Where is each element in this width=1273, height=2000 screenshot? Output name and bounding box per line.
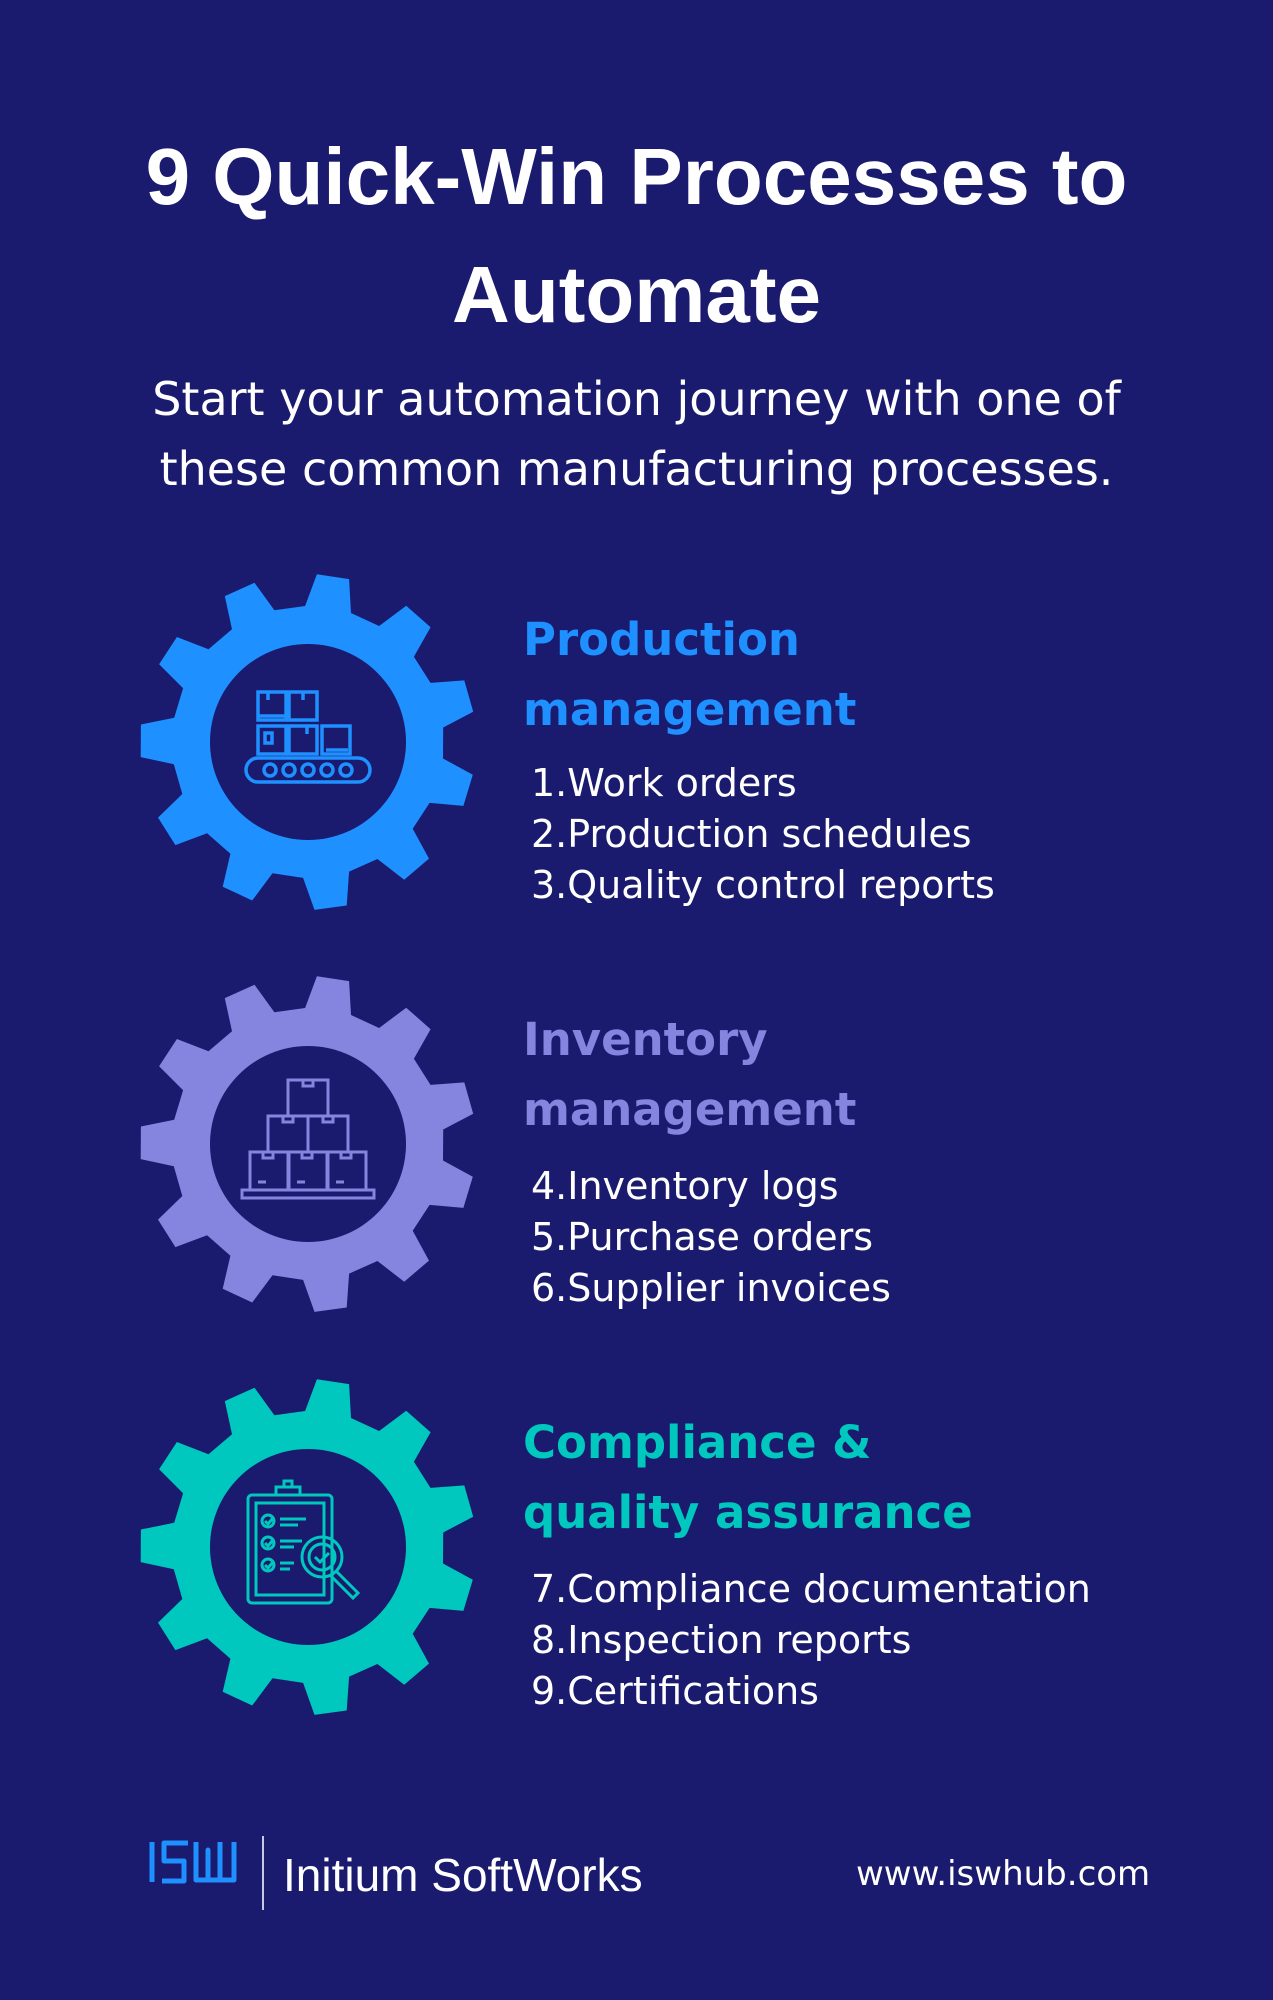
list-item: 8.Inspection reports (531, 1615, 1091, 1666)
section-heading: Production management (523, 605, 856, 745)
process-list: 4.Inventory logs 5.Purchase orders 6.Sup… (531, 1161, 891, 1314)
process-list: 7.Compliance documentation 8.Inspection … (531, 1564, 1091, 1717)
item-label: Supplier invoices (567, 1266, 891, 1310)
list-item: 2.Production schedules (531, 809, 995, 860)
item-label: Production schedules (567, 812, 972, 856)
gear-icon (140, 976, 474, 1312)
item-label: Inspection reports (567, 1618, 912, 1662)
section-heading: Compliance & quality assurance (523, 1408, 973, 1548)
item-number: 7. (531, 1567, 568, 1611)
title-line: Automate (452, 250, 821, 339)
divider (262, 1836, 264, 1910)
item-number: 2. (531, 812, 568, 856)
item-number: 3. (531, 863, 568, 907)
item-label: Purchase orders (567, 1215, 874, 1259)
item-label: Certifications (567, 1669, 819, 1713)
gear-icon (140, 574, 474, 910)
conveyor-boxes-icon (244, 690, 372, 784)
heading-line: management (523, 1083, 857, 1136)
item-number: 9. (531, 1669, 568, 1713)
list-item: 6.Supplier invoices (531, 1263, 891, 1314)
gear-icon (140, 1379, 474, 1715)
list-item: 1.Work orders (531, 758, 995, 809)
item-number: 6. (531, 1266, 568, 1310)
item-number: 8. (531, 1618, 568, 1662)
heading-line: Inventory (523, 1013, 768, 1066)
item-label: Work orders (567, 761, 797, 805)
section-heading: Inventory management (523, 1005, 856, 1145)
list-item: 5.Purchase orders (531, 1212, 891, 1263)
item-number: 1. (531, 761, 568, 805)
website-link[interactable]: www.iswhub.com (856, 1854, 1151, 1894)
list-item: 4.Inventory logs (531, 1161, 891, 1212)
subtitle-line: Start your automation journey with one o… (152, 372, 1121, 426)
list-item: 9.Certifications (531, 1666, 1091, 1717)
list-item: 3.Quality control reports (531, 860, 995, 911)
item-label: Compliance documentation (567, 1567, 1091, 1611)
item-label: Quality control reports (567, 863, 995, 907)
item-label: Inventory logs (567, 1164, 839, 1208)
heading-line: Production (523, 613, 800, 666)
heading-line: quality assurance (523, 1486, 973, 1539)
page-title: 9 Quick-Win Processes to Automate (0, 118, 1273, 354)
clipboard-check-icon (246, 1479, 361, 1605)
heading-line: management (523, 683, 857, 736)
stacked-boxes-icon (240, 1078, 376, 1200)
brand-name: Initium SoftWorks (283, 1849, 643, 1901)
subtitle: Start your automation journey with one o… (0, 364, 1273, 504)
heading-line: Compliance & (523, 1416, 872, 1469)
process-list: 1.Work orders 2.Production schedules 3.Q… (531, 758, 995, 911)
item-number: 5. (531, 1215, 568, 1259)
title-line: 9 Quick-Win Processes to (145, 132, 1128, 221)
subtitle-line: these common manufacturing processes. (159, 442, 1114, 496)
isw-logo (149, 1840, 237, 1884)
list-item: 7.Compliance documentation (531, 1564, 1091, 1615)
item-number: 4. (531, 1164, 568, 1208)
